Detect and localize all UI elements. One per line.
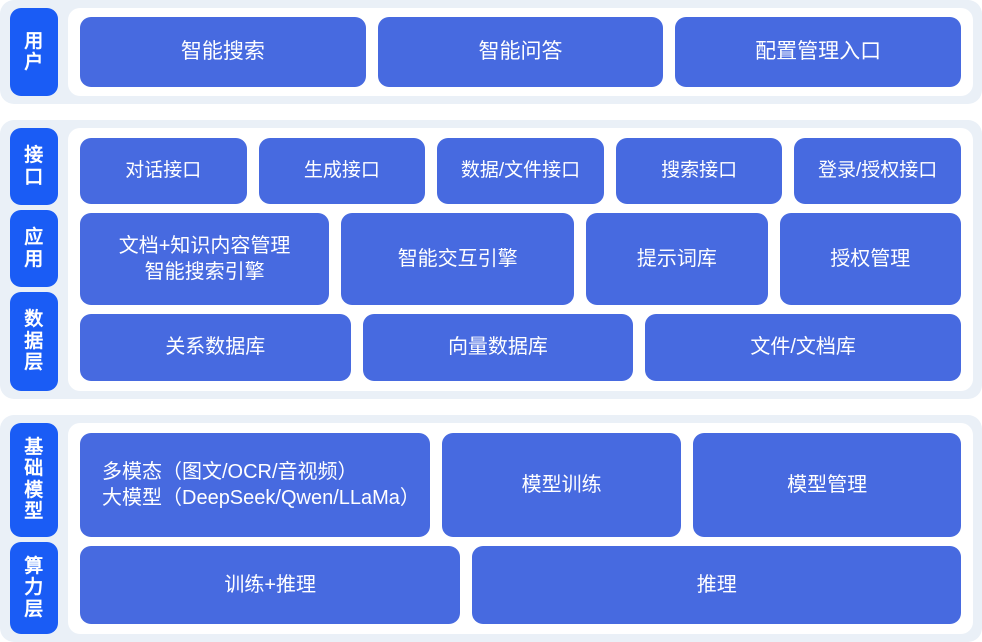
band-users: 用户 智能搜索 智能问答 配置管理入口 <box>0 0 982 104</box>
rail-chip-char: 力 <box>24 577 44 599</box>
row-compute-layer: 训练+推理 推理 <box>80 545 961 625</box>
card-search-api[interactable]: 搜索接口 <box>615 138 783 204</box>
rail-infrastructure: 基础模型 算力层 <box>10 423 58 634</box>
rail-chip-data-layer[interactable]: 数据层 <box>10 292 58 391</box>
rail-chip-char: 层 <box>24 352 44 374</box>
panel-users: 智能搜索 智能问答 配置管理入口 <box>68 8 973 96</box>
panel-infrastructure: 多模态（图文/OCR/音视频） 大模型（DeepSeek/Qwen/LLaMa）… <box>68 423 973 634</box>
card-prompt-library[interactable]: 提示词库 <box>586 212 768 306</box>
row-user-entries: 智能搜索 智能问答 配置管理入口 <box>80 17 962 87</box>
rail-chip-char: 用 <box>24 248 44 270</box>
card-model-management[interactable]: 模型管理 <box>693 433 962 537</box>
card-file-document-store[interactable]: 文件/文档库 <box>645 314 961 382</box>
rail-platform: 接口 应用 数据层 <box>10 128 58 391</box>
row-foundation-model: 多模态（图文/OCR/音视频） 大模型（DeepSeek/Qwen/LLaMa）… <box>80 433 962 537</box>
card-dialog-api[interactable]: 对话接口 <box>80 138 247 204</box>
row-application: 文档+知识内容管理 智能搜索引擎 智能交互引擎 提示词库 授权管理 <box>80 212 961 306</box>
rail-chip-char: 型 <box>24 501 44 523</box>
band-platform: 接口 应用 数据层 对话接口 生成接口 数据/文件接口 搜索接口 登录/授权接口… <box>0 120 982 399</box>
card-training-plus-inference[interactable]: 训练+推理 <box>80 545 461 625</box>
band-infrastructure: 基础模型 算力层 多模态（图文/OCR/音视频） 大模型（DeepSeek/Qw… <box>0 415 982 642</box>
rail-chip-char: 基 <box>24 436 44 458</box>
rail-chip-char: 层 <box>24 598 44 620</box>
card-smart-search[interactable]: 智能搜索 <box>80 17 366 87</box>
rail-chip-char: 接 <box>24 145 44 167</box>
card-login-auth-api[interactable]: 登录/授权接口 <box>794 138 961 204</box>
card-model-training[interactable]: 模型训练 <box>441 433 682 537</box>
rail-chip-application[interactable]: 应用 <box>10 210 58 288</box>
row-interface: 对话接口 生成接口 数据/文件接口 搜索接口 登录/授权接口 <box>80 138 961 204</box>
rail-chip-char: 础 <box>24 458 44 480</box>
rail-chip-char: 模 <box>24 479 44 501</box>
card-authorization-management[interactable]: 授权管理 <box>779 212 961 306</box>
card-config-management-entry[interactable]: 配置管理入口 <box>675 17 962 87</box>
rail-chip-char: 应 <box>24 227 44 249</box>
rail-chip-user[interactable]: 用户 <box>10 8 58 96</box>
card-smart-qa[interactable]: 智能问答 <box>377 17 664 87</box>
rail-chip-compute-layer[interactable]: 算力层 <box>10 541 58 634</box>
rail-chip-char: 用 <box>24 30 44 52</box>
rail-chip-char: 据 <box>24 330 44 352</box>
rail-users: 用户 <box>10 8 58 96</box>
card-relational-database[interactable]: 关系数据库 <box>80 314 351 382</box>
rail-chip-char: 算 <box>24 555 44 577</box>
rail-chip-char: 口 <box>24 166 44 188</box>
rail-chip-interface[interactable]: 接口 <box>10 128 58 206</box>
card-data-file-api[interactable]: 数据/文件接口 <box>437 138 604 204</box>
card-generation-api[interactable]: 生成接口 <box>258 138 426 204</box>
card-doc-knowledge-management[interactable]: 文档+知识内容管理 智能搜索引擎 <box>80 212 330 306</box>
card-multimodal-large-model[interactable]: 多模态（图文/OCR/音视频） 大模型（DeepSeek/Qwen/LLaMa） <box>80 433 430 537</box>
card-smart-interaction-engine[interactable]: 智能交互引擎 <box>341 212 575 306</box>
rail-chip-char: 数 <box>24 309 44 331</box>
card-vector-database[interactable]: 向量数据库 <box>362 314 634 382</box>
panel-platform: 对话接口 生成接口 数据/文件接口 搜索接口 登录/授权接口 文档+知识内容管理… <box>68 128 973 391</box>
rail-chip-foundation-model[interactable]: 基础模型 <box>10 423 58 537</box>
rail-chip-char: 户 <box>24 52 44 73</box>
row-data-layer: 关系数据库 向量数据库 文件/文档库 <box>80 314 961 382</box>
card-inference[interactable]: 推理 <box>472 545 961 625</box>
